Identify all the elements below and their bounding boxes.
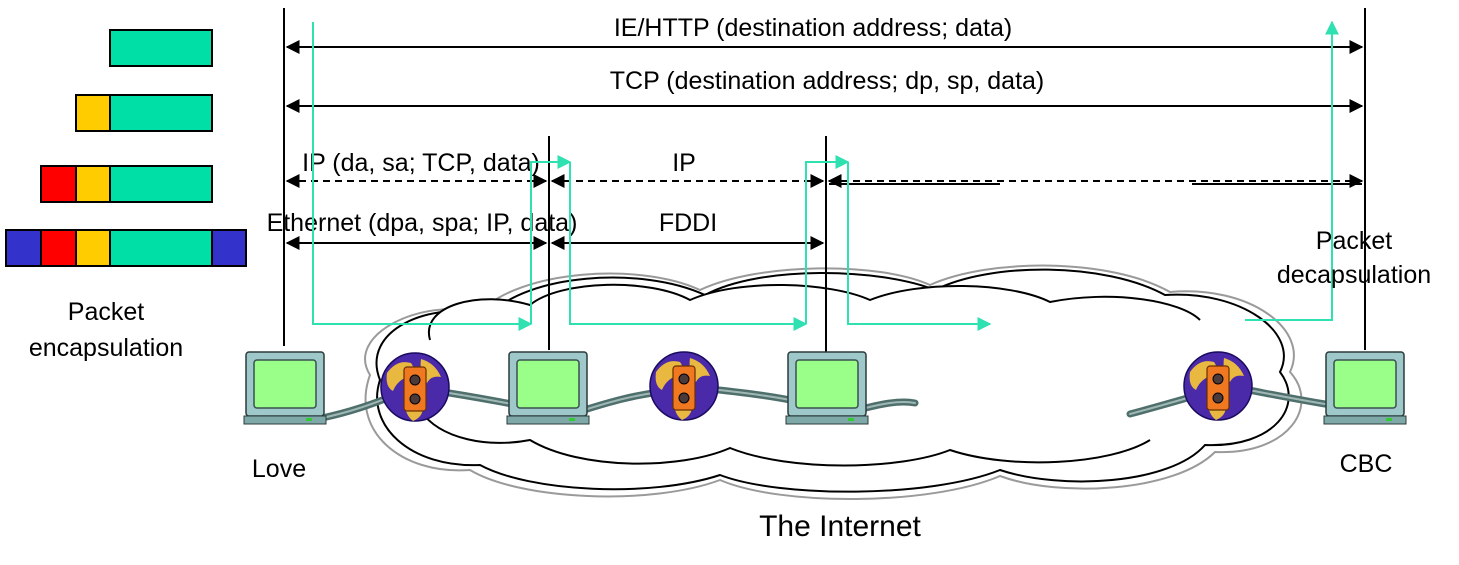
packet-row-3-tcp-header bbox=[75, 165, 111, 203]
packet-row-2-tcp-header bbox=[75, 94, 111, 132]
fddi-label: FDDI bbox=[659, 209, 717, 237]
flow-router1-up bbox=[530, 155, 572, 324]
packet-row-3-data bbox=[109, 165, 213, 203]
packet-row-4-ip-header bbox=[40, 229, 77, 267]
packet-row-4-tcp-header bbox=[75, 229, 111, 267]
packet-row-4-eth-trailer bbox=[211, 229, 247, 267]
internet-label: The Internet bbox=[759, 510, 921, 543]
packet-flow-path bbox=[312, 20, 1339, 331]
computer-router2-host-icon bbox=[785, 351, 869, 425]
packet-row-2-data bbox=[109, 94, 213, 132]
encapsulation-label-line1: Packet bbox=[68, 298, 144, 326]
host-label-love: Love bbox=[252, 455, 306, 483]
encapsulation-label-line2: encapsulation bbox=[29, 334, 183, 362]
flow-love-down bbox=[312, 22, 533, 331]
packet-row-1-data bbox=[109, 29, 213, 67]
packet-row-4-data bbox=[109, 229, 213, 267]
decapsulation-label-line2: decapsulation bbox=[1277, 261, 1431, 289]
packet-row-4-eth-header bbox=[5, 229, 42, 267]
host-label-cbc: CBC bbox=[1340, 450, 1393, 478]
ip-label-1: IP (da, sa; TCP, data) bbox=[302, 149, 540, 177]
flow-cbc-up bbox=[1245, 20, 1339, 321]
encapsulation-stack bbox=[5, 29, 247, 267]
flow-router2-up bbox=[805, 155, 850, 324]
router-globe-icon-2 bbox=[649, 351, 719, 421]
computer-cbc-icon bbox=[1323, 351, 1407, 425]
computer-love-icon bbox=[243, 351, 327, 425]
ethernet-label: Ethernet (dpa, spa; IP, data) bbox=[267, 209, 578, 237]
ip-label-2: IP bbox=[672, 149, 696, 177]
decapsulation-label-line1: Packet bbox=[1316, 227, 1392, 255]
router-globe-icon-1 bbox=[380, 352, 450, 422]
protocol-arrows bbox=[285, 40, 1364, 250]
http-label: IE/HTTP (destination address; data) bbox=[614, 14, 1012, 42]
router-globe-icon-3 bbox=[1183, 351, 1253, 421]
flow-router1-down bbox=[569, 162, 808, 331]
computer-router1-host-icon bbox=[506, 351, 590, 425]
packet-row-3-ip-header bbox=[40, 165, 77, 203]
node-boundaries bbox=[283, 8, 1366, 353]
tcp-label: TCP (destination address; dp, sp, data) bbox=[610, 67, 1045, 95]
flow-router2-down bbox=[847, 162, 992, 331]
